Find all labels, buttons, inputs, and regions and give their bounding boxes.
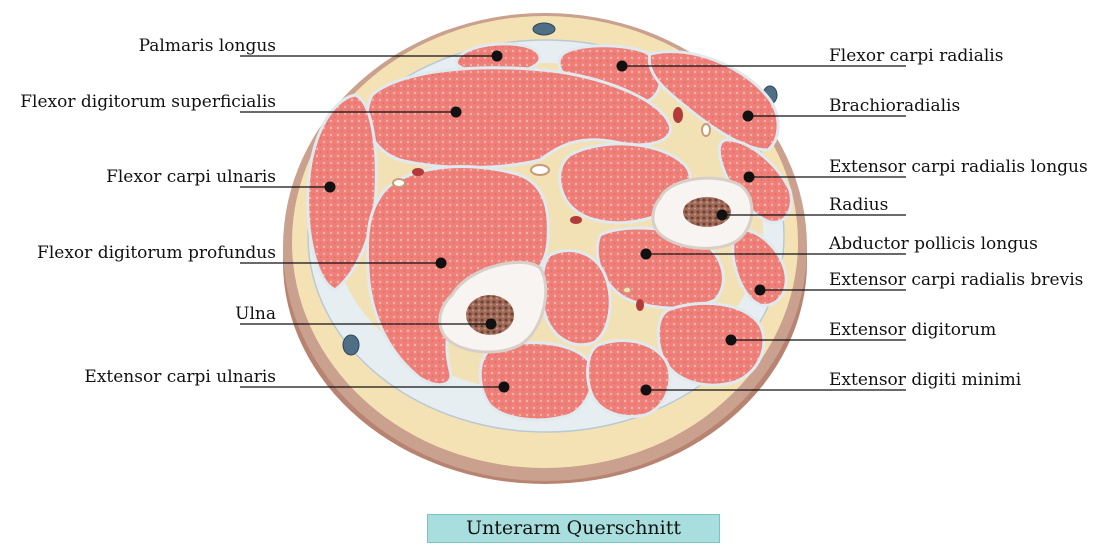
basilic-vein-left xyxy=(343,335,359,355)
label-extensor-carpi-ulnaris: Extensor carpi ulnaris xyxy=(84,367,276,387)
label-flexor-digitorum-superficialis: Flexor digitorum superficialis xyxy=(20,92,276,112)
label-abductor-pollicis-longus: Abductor pollicis longus xyxy=(828,234,1038,254)
muscle-extensor-digiti-minimi xyxy=(588,341,670,417)
label-extensor-carpi-radialis-longus: Extensor carpi radialis longus xyxy=(829,157,1088,177)
label-extensor-digitorum: Extensor digitorum xyxy=(829,320,996,340)
label-flexor-carpi-ulnaris: Flexor carpi ulnaris xyxy=(106,167,276,187)
label-brachioradialis: Brachioradialis xyxy=(829,96,960,116)
label-ulna: Ulna xyxy=(235,304,276,324)
muscle-extensor-carpi-ulnaris xyxy=(480,343,592,420)
label-extensor-digiti-minimi: Extensor digiti minimi xyxy=(829,370,1022,390)
muscle-extensor-digitorum xyxy=(658,303,764,385)
cephalic-vein-top xyxy=(533,23,555,35)
label-flexor-carpi-radialis: Flexor carpi radialis xyxy=(829,46,1003,66)
label-extensor-carpi-radialis-brevis: Extensor carpi radialis brevis xyxy=(829,270,1083,290)
label-radius: Radius xyxy=(829,195,888,215)
muscle-extensor-pollicis-group xyxy=(542,251,610,345)
label-flexor-digitorum-profundus: Flexor digitorum profundus xyxy=(37,243,276,263)
label-palmaris-longus: Palmaris longus xyxy=(139,36,276,56)
figure-caption: Unterarm Querschnitt xyxy=(427,514,720,543)
